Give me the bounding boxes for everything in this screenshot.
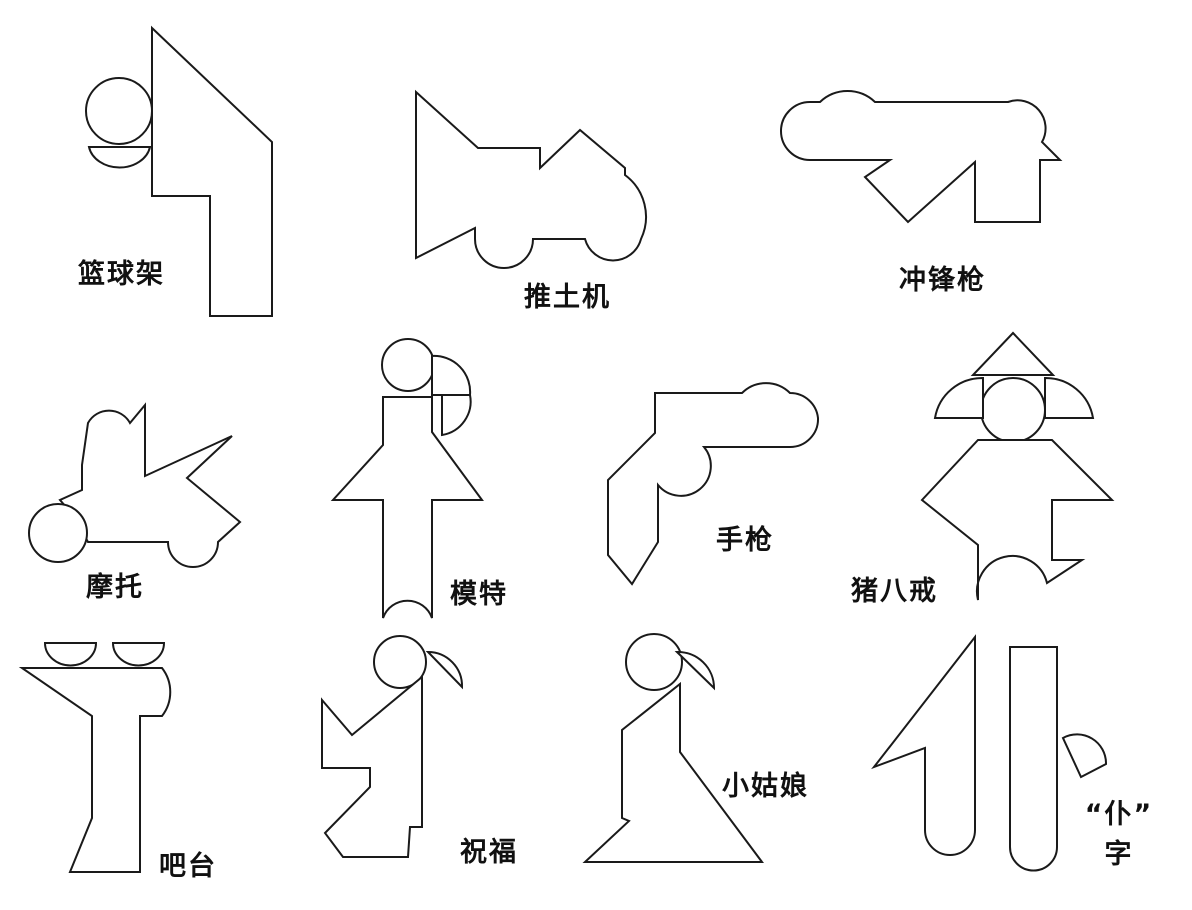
- label-blessing: 祝福: [460, 837, 518, 868]
- bar-counter-body: [18, 667, 172, 873]
- label-bulldozer: 推土机: [524, 282, 611, 313]
- hoop-net: [87, 146, 152, 169]
- motorcycle-rear-wheel: [28, 503, 88, 563]
- figure-model: [330, 338, 484, 619]
- bajie-hat: [970, 331, 1056, 376]
- label-zhu-bajie: 猪八戒: [851, 576, 938, 607]
- figure-bar-counter: [18, 642, 172, 873]
- figure-zhu-bajie: [920, 331, 1115, 601]
- bajie-right-ear: [1044, 376, 1095, 419]
- model-body: [330, 396, 484, 619]
- figure-motorcycle: [28, 402, 242, 568]
- pu-left-stroke: [871, 634, 976, 856]
- label-pu-character: “仆” 字: [1072, 795, 1166, 875]
- figure-little-girl: [582, 633, 764, 863]
- label-bar-counter: 吧台: [159, 851, 217, 882]
- bajie-left-ear: [933, 376, 984, 419]
- label-little-girl: 小姑娘: [722, 771, 809, 802]
- blessing-body: [321, 674, 423, 858]
- bajie-body: [920, 439, 1115, 601]
- label-model: 模特: [450, 579, 508, 610]
- hoop-ball: [85, 77, 153, 145]
- bajie-head: [980, 377, 1046, 443]
- bar-left-cup: [43, 642, 98, 667]
- motorcycle-body: [58, 402, 242, 568]
- hoop-pole: [151, 25, 273, 317]
- figure-basketball-hoop: [85, 25, 273, 317]
- pu-right-stroke: [1009, 646, 1058, 872]
- figure-blessing: [321, 635, 464, 858]
- model-head: [381, 338, 435, 392]
- model-hair-bottom: [441, 394, 472, 437]
- figure-submachine-gun: [780, 90, 1063, 224]
- girl-body: [582, 681, 764, 863]
- gun-body: [780, 90, 1063, 224]
- blessing-head: [373, 635, 427, 689]
- label-submachine-gun: 冲锋枪: [899, 265, 986, 296]
- blessing-hair: [425, 650, 464, 690]
- bulldozer-body: [415, 89, 647, 269]
- label-basketball-hoop: 篮球架: [78, 259, 165, 290]
- label-pistol: 手枪: [716, 525, 774, 556]
- pu-dot: [1061, 733, 1108, 779]
- pistol-body: [607, 382, 820, 586]
- figure-pistol: [607, 382, 820, 586]
- label-pu-line1: “仆”: [1084, 799, 1154, 830]
- label-motorcycle: 摩托: [86, 572, 144, 603]
- label-pu-line2: 字: [1104, 839, 1134, 870]
- figure-bulldozer: [415, 89, 647, 269]
- girl-head: [625, 633, 683, 691]
- model-hair-top: [431, 354, 472, 396]
- bar-right-cup: [111, 642, 166, 667]
- figure-pu-character: [871, 634, 1108, 872]
- girl-hair: [674, 650, 716, 691]
